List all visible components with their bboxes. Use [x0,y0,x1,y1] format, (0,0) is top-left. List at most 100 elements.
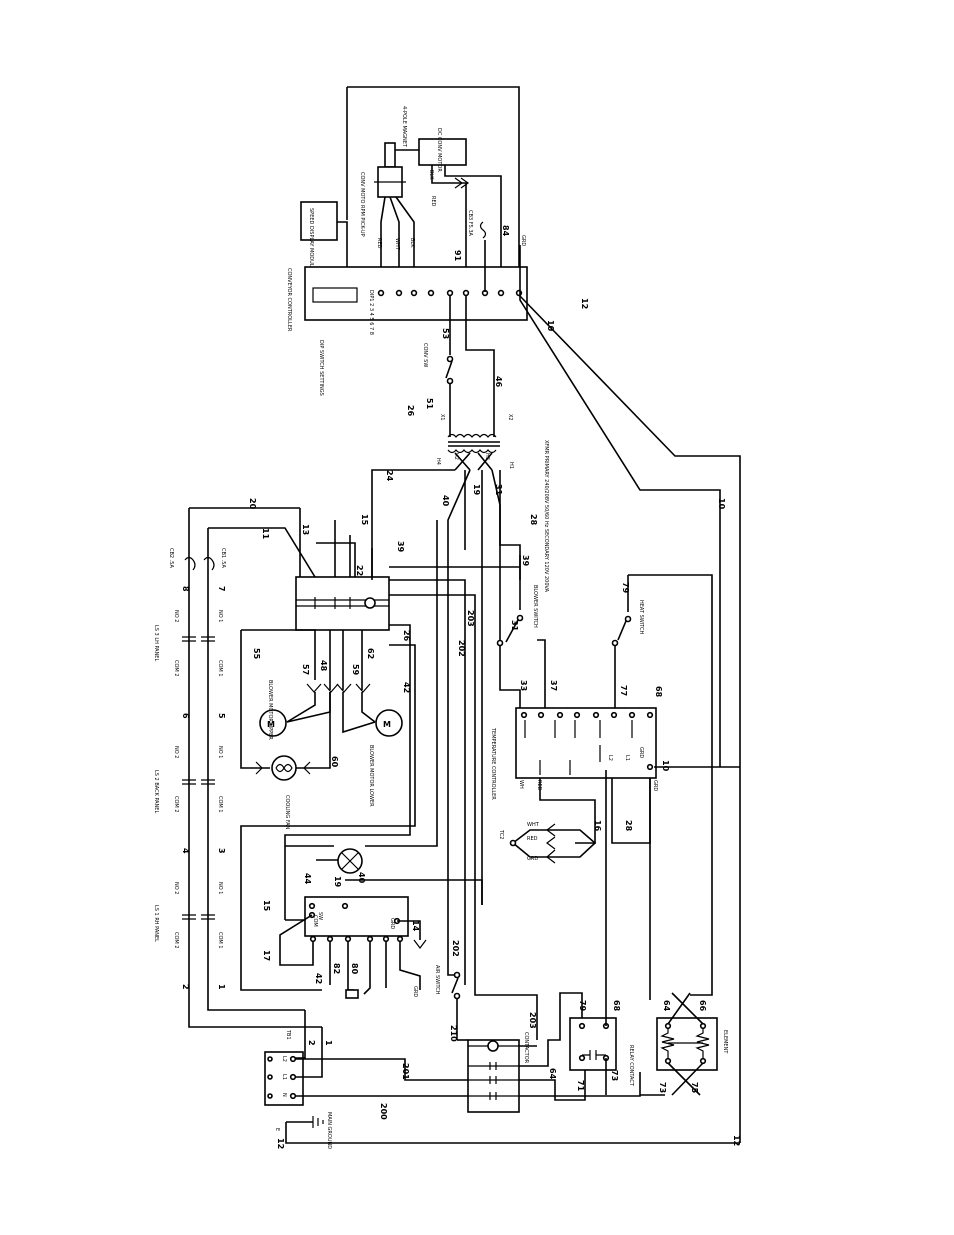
svg-text:12: 12 [276,1138,285,1149]
cooling-fan: 60 COOLING FAN [240,630,339,830]
xfmr-label: XFMR PRIMARY 240/208V 50/60 Hz SECONDARY… [543,440,549,593]
svg-text:201: 201 [401,1063,410,1080]
svg-text:H3: H3 [484,453,490,460]
svg-text:CONTACTOR: CONTACTOR [523,1032,529,1064]
svg-text:59: 59 [351,664,360,676]
relay-contact: RELAY CONTACT 79 68 73 [569,770,634,1095]
svg-text:12: 12 [732,1135,741,1146]
svg-text:CB1 .5A: CB1 .5A [220,548,226,568]
blower-relay-block: 20 11 13 15 22 39 26 42 55 57 48 59 62 [189,498,520,991]
svg-text:26: 26 [406,405,415,417]
svg-text:CB2 .5A: CB2 .5A [168,548,174,568]
svg-text:LS 3 LH PANEL: LS 3 LH PANEL [153,625,159,661]
svg-text:40: 40 [357,872,366,884]
svg-text:4: 4 [181,848,190,854]
svg-text:10: 10 [546,320,555,332]
svg-text:55: 55 [252,648,261,660]
svg-text:28: 28 [624,820,633,832]
svg-text:202: 202 [457,640,466,657]
svg-text:44: 44 [303,873,312,885]
svg-text:66: 66 [698,1000,707,1012]
svg-text:22: 22 [355,565,364,576]
svg-text:RED: RED [536,780,542,791]
svg-text:210: 210 [449,1025,458,1042]
svg-text:68: 68 [612,1000,621,1012]
tc2-label: TC2 [498,829,504,839]
svg-text:TB1: TB1 [285,1029,291,1040]
dip-switch [312,287,358,303]
svg-text:203: 203 [466,610,475,627]
svg-text:33: 33 [519,680,528,691]
svg-text:RED: RED [376,238,382,249]
svg-text:MAIN GROUND: MAIN GROUND [326,1112,332,1149]
svg-text:COM: COM [312,915,318,927]
heat-switch-label: HEAT SWITCH [638,600,644,634]
svg-text:WHT: WHT [394,238,400,251]
svg-text:LS 1 RH PANEL: LS 1 RH PANEL [153,905,159,942]
svg-text:31: 31 [494,484,503,496]
svg-text:H4: H4 [435,458,441,465]
svg-text:NO 1: NO 1 [217,882,223,894]
svg-text:75: 75 [690,1082,699,1094]
svg-text:15: 15 [360,514,369,526]
svg-text:62: 62 [366,648,375,659]
svg-text:ELEMENT: ELEMENT [722,1030,728,1054]
svg-text:GRD: GRD [638,747,644,758]
svg-text:GRD: GRD [412,986,418,997]
svg-text:NO 1: NO 1 [217,610,223,622]
dc-motor [418,138,467,166]
svg-text:42: 42 [402,682,411,693]
svg-text:13: 13 [301,524,310,535]
conv-moto-label: CONV MOTO RPM PICK-UP [359,172,365,237]
svg-text:26: 26 [402,630,411,642]
svg-text:NO 2: NO 2 [173,882,179,894]
conv-switch-transformer: CONV SW 53 51 46 X1 X2 XFMR PRIMARY 240/… [371,295,549,970]
svg-text:68: 68 [654,686,663,698]
dc-motor-label: DC CONV MOTOR [436,128,442,172]
svg-text:2: 2 [181,984,190,990]
svg-text:19: 19 [333,876,342,888]
svg-text:RELAY CONTACT: RELAY CONTACT [628,1045,634,1087]
svg-text:64: 64 [662,1000,671,1012]
ignition-module [304,896,409,937]
svg-text:51: 51 [425,398,434,410]
svg-text:GRD: GRD [389,918,395,929]
svg-text:L1: L1 [624,755,630,761]
temperature-section: BLOWER SWITCH 39 31 33 37 28 HEAT SWITCH… [490,245,741,1143]
svg-text:31: 31 [510,620,519,632]
limit-switch-column: CB2 .5A CB1 .5A 8 7 LS 3 LH PANEL NO 2 N… [153,508,322,1028]
svg-text:N: N [281,1093,287,1097]
svg-text:GRD: GRD [527,856,538,862]
svg-text:COM 1: COM 1 [217,932,223,949]
heating-element: ELEMENT 64 66 73 75 [640,778,728,1096]
svg-text:LS 2 BACK PANEL: LS 2 BACK PANEL [153,770,159,813]
svg-text:10: 10 [661,760,670,772]
svg-text:202: 202 [451,940,460,957]
svg-text:20: 20 [248,498,257,510]
svg-text:200: 200 [379,1103,388,1120]
control-module: 44 40 19 SW COM GRD GRD 15 17 42 82 80 1… [262,520,538,1040]
svg-text:BLOWER MOTOR LOWER: BLOWER MOTOR LOWER [368,745,374,807]
svg-text:COM 2: COM 2 [173,660,179,677]
svg-text:TEMPERATURE CONTROLLER: TEMPERATURE CONTROLLER [490,727,496,800]
svg-text:COM 1: COM 1 [217,796,223,813]
svg-text:COM 2: COM 2 [173,932,179,949]
svg-text:BLK: BLK [409,238,415,248]
svg-text:6: 6 [181,713,190,719]
svg-text:H2: H2 [453,453,459,460]
svg-text:5: 5 [217,713,226,719]
svg-text:COOLING FAN: COOLING FAN [284,795,290,830]
blower-switch-label: BLOWER SWITCH [532,585,538,628]
svg-text:8: 8 [181,586,190,592]
svg-text:DIP1 2 3 4 5 6 7 8: DIP1 2 3 4 5 6 7 8 [368,290,374,335]
svg-text:15: 15 [262,900,271,912]
svg-text:39: 39 [521,555,530,567]
conveyor-section: DC CONV MOTOR 4-POLE MAGNET CONV MOTO RP… [286,86,589,396]
svg-text:X1: X1 [439,414,445,421]
speed-display-label: SPEED DISPLAY MODULE [308,208,314,270]
svg-text:17: 17 [262,950,271,961]
svg-text:RED: RED [430,196,436,207]
svg-text:L2: L2 [281,1056,287,1062]
svg-text:E: E [274,1128,280,1131]
